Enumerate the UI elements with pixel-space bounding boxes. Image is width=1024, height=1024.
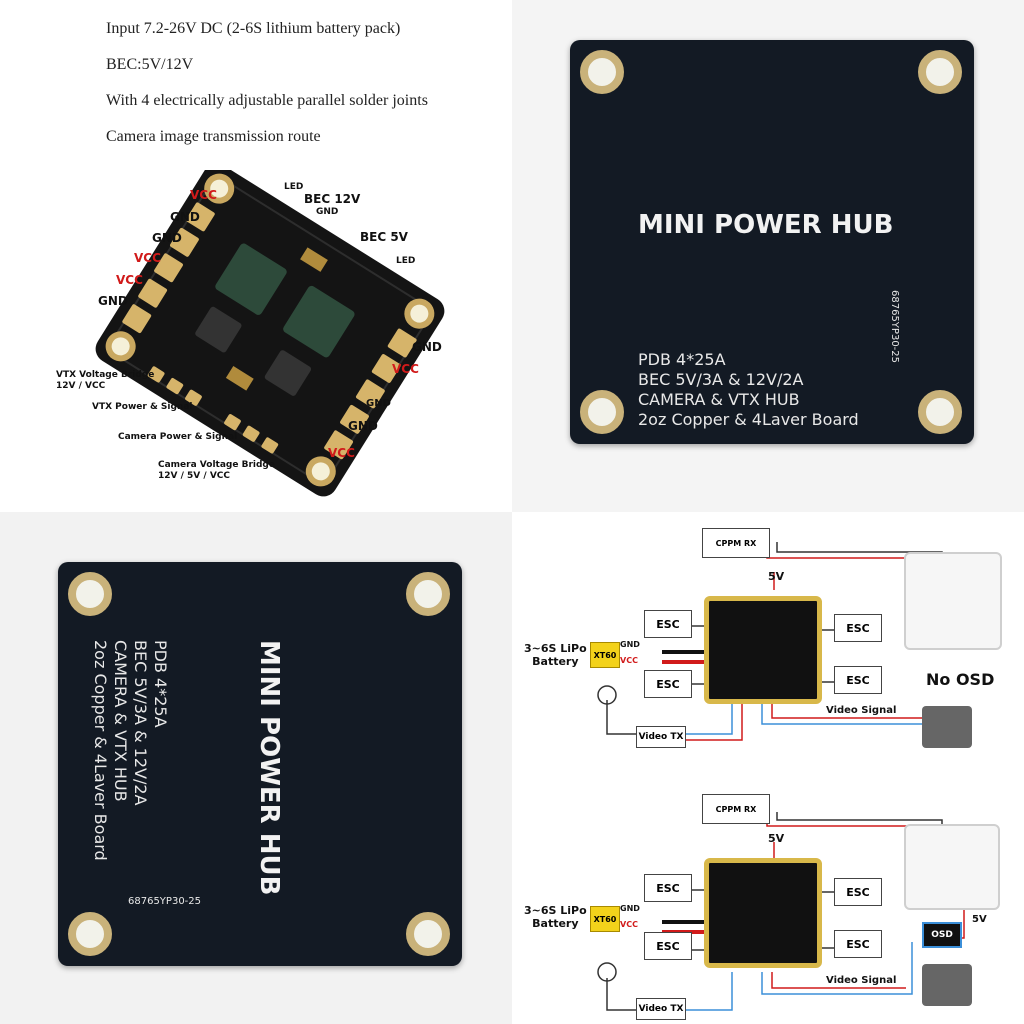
label-5v-osd: 5V: [972, 914, 987, 925]
pdb-board-bottom: [704, 858, 822, 968]
board-back-photo-rotated: MINI POWER HUB 68765YP30-25 PDB 4*25A BE…: [0, 512, 512, 1024]
board-line-2: CAMERA & VTX HUB: [111, 640, 130, 802]
camera-module: [922, 964, 972, 1006]
esc-box: ESC: [834, 930, 882, 958]
flight-controller-board: [904, 824, 1000, 910]
esc-box: ESC: [834, 614, 882, 642]
board-line-0: PDB 4*25A: [638, 350, 726, 369]
label-vtx-bridge: VTX Voltage Bridge 12V / VCC: [56, 370, 155, 391]
flight-controller-board: [904, 552, 1002, 650]
board-title: MINI POWER HUB: [638, 210, 894, 240]
label-gnd-wire: GND: [620, 640, 640, 649]
mount-hole: [406, 572, 450, 616]
label-left-5: GND: [98, 294, 128, 308]
board-serial: 68765YP30-25: [128, 896, 202, 907]
board-line-3: 2oz Copper & 4Laver Board: [638, 410, 859, 429]
label-right-1: VCC: [392, 362, 419, 376]
esc-box: ESC: [644, 610, 692, 638]
mount-hole: [406, 912, 450, 956]
label-bec12-gnd: GND: [316, 207, 339, 217]
label-cam-bridge: Camera Voltage Bridge 12V / 5V / VCC: [158, 460, 275, 481]
spec-panel: Input 7.2-26V DC (2-6S lithium battery p…: [0, 0, 512, 512]
board-back-rotated: MINI POWER HUB 68765YP30-25 PDB 4*25A BE…: [58, 562, 462, 966]
board-line-1: BEC 5V/3A & 12V/2A: [131, 640, 150, 806]
label-vtx-power: VTX Power & Signal: [92, 402, 193, 412]
mount-hole: [68, 572, 112, 616]
board-title: MINI POWER HUB: [254, 640, 284, 896]
xt60-connector: XT60: [590, 906, 620, 932]
pcb-top-illustration: [95, 170, 445, 497]
xt60-connector: XT60: [590, 642, 620, 668]
label-right-3: GND: [348, 419, 378, 433]
label-left-3: VCC: [134, 251, 161, 265]
label-left-2: GND: [152, 231, 182, 245]
spec-line-input: Input 7.2-26V DC (2-6S lithium battery p…: [106, 20, 401, 37]
label-led-top: LED: [284, 182, 304, 192]
esc-box: ESC: [834, 666, 882, 694]
mount-hole: [918, 50, 962, 94]
osd-module: OSD: [922, 922, 962, 948]
label-right-2: GND: [366, 398, 391, 409]
label-video-signal: Video Signal: [826, 975, 897, 986]
mount-hole: [918, 390, 962, 434]
label-gnd-wire: GND: [620, 904, 640, 913]
esc-box: ESC: [834, 878, 882, 906]
pdb-board-top: [704, 596, 822, 704]
label-5v: 5V: [768, 570, 785, 583]
label-left-1: GND: [170, 210, 200, 224]
label-battery: 3~6S LiPo Battery: [524, 642, 587, 668]
cppm-rx-box: CPPM RX: [702, 528, 770, 558]
label-led-right: LED: [396, 256, 416, 266]
label-left-0: VCC: [190, 188, 217, 202]
esc-box: ESC: [644, 874, 692, 902]
board-line-1: BEC 5V/3A & 12V/2A: [638, 370, 804, 389]
label-right-0: GND: [412, 340, 442, 354]
label-5v: 5V: [768, 832, 785, 845]
spec-line-bec: BEC:5V/12V: [106, 56, 194, 73]
board-back-photo: MINI POWER HUB 68765YP30-25 PDB 4*25A BE…: [512, 0, 1024, 512]
mount-hole: [68, 912, 112, 956]
board-serial: 68765YP30-25: [889, 290, 900, 364]
label-video-signal: Video Signal: [826, 705, 897, 716]
label-vcc-wire: VCC: [620, 920, 638, 929]
label-left-4: VCC: [116, 273, 143, 287]
wiring-diagrams: CPPM RX 5V ESC ESC ESC ESC 3~6S LiPo Bat…: [512, 512, 1024, 1024]
esc-box: ESC: [644, 670, 692, 698]
label-bec5: BEC 5V: [360, 230, 408, 244]
spec-line-solder: With 4 electrically adjustable parallel …: [106, 92, 428, 109]
mount-hole: [580, 50, 624, 94]
camera-module: [922, 706, 972, 748]
label-battery: 3~6S LiPo Battery: [524, 904, 587, 930]
video-tx-box: Video TX: [636, 998, 686, 1020]
mount-hole: [580, 390, 624, 434]
board-line-0: PDB 4*25A: [151, 640, 170, 728]
label-cam-power: Camera Power & Signal: [118, 432, 238, 442]
esc-box: ESC: [644, 932, 692, 960]
board-back: MINI POWER HUB 68765YP30-25 PDB 4*25A BE…: [570, 40, 974, 444]
cppm-rx-box: CPPM RX: [702, 794, 770, 824]
video-tx-box: Video TX: [636, 726, 686, 748]
label-vcc-wire: VCC: [620, 656, 638, 665]
label-no-osd: No OSD: [926, 670, 995, 689]
label-bec12: BEC 12V: [304, 192, 361, 206]
board-line-3: 2oz Copper & 4Laver Board: [91, 640, 110, 861]
spec-line-camera: Camera image transmission route: [106, 128, 321, 145]
label-right-4: VCC: [328, 446, 355, 460]
board-line-2: CAMERA & VTX HUB: [638, 390, 800, 409]
